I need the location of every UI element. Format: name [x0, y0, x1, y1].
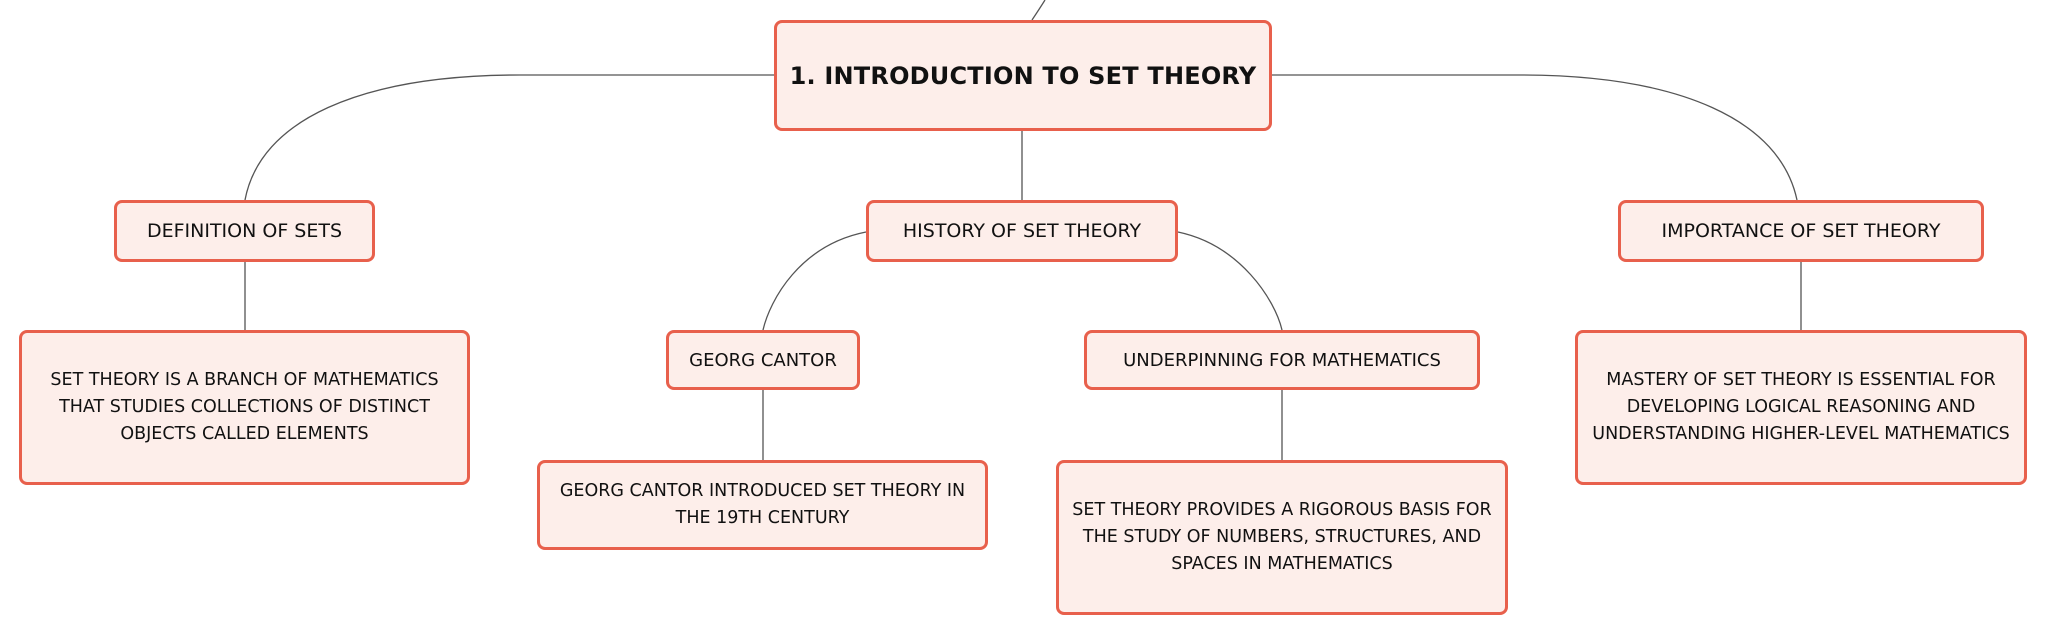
definition-topic-label: DEFINITION OF SETS — [146, 219, 343, 242]
root-topic-label: 1. INTRODUCTION TO SET THEORY — [789, 61, 1257, 90]
underpinning-subtopic-label: UNDERPINNING FOR MATHEMATICS — [1123, 349, 1441, 371]
connector-history-cantor — [762, 231, 867, 331]
importance-topic-label: IMPORTANCE OF SET THEORY — [1661, 219, 1941, 242]
connector-history-underpinning — [1177, 231, 1283, 331]
cantor-subtopic-node[interactable]: GEORG CANTOR — [666, 330, 860, 390]
connector-root-parent — [1031, 0, 1046, 21]
importance-detail-node[interactable]: MASTERY OF SET THEORY IS ESSENTIAL FOR D… — [1575, 330, 2027, 485]
importance-detail-text: MASTERY OF SET THEORY IS ESSENTIAL FOR D… — [1592, 369, 2010, 445]
definition-detail-node[interactable]: SET THEORY IS A BRANCH OF MATHEMATICS TH… — [19, 330, 470, 485]
definition-topic-node[interactable]: DEFINITION OF SETS — [114, 200, 375, 262]
connector-root-definition — [244, 74, 774, 201]
cantor-detail-node[interactable]: GEORG CANTOR INTRODUCED SET THEORY IN TH… — [537, 460, 988, 550]
cantor-subtopic-label: GEORG CANTOR — [689, 349, 837, 371]
underpinning-subtopic-node[interactable]: UNDERPINNING FOR MATHEMATICS — [1084, 330, 1480, 390]
root-topic-node[interactable]: 1. INTRODUCTION TO SET THEORY — [774, 20, 1272, 131]
connector-root-importance — [1272, 74, 1798, 201]
underpinning-detail-node[interactable]: SET THEORY PROVIDES A RIGOROUS BASIS FOR… — [1056, 460, 1508, 615]
definition-detail-text: SET THEORY IS A BRANCH OF MATHEMATICS TH… — [50, 369, 439, 445]
importance-topic-node[interactable]: IMPORTANCE OF SET THEORY — [1618, 200, 1984, 262]
history-topic-label: HISTORY OF SET THEORY — [902, 219, 1142, 242]
underpinning-detail-text: SET THEORY PROVIDES A RIGOROUS BASIS FOR… — [1072, 499, 1492, 575]
cantor-detail-text: GEORG CANTOR INTRODUCED SET THEORY IN TH… — [559, 480, 966, 528]
history-topic-node[interactable]: HISTORY OF SET THEORY — [866, 200, 1178, 262]
